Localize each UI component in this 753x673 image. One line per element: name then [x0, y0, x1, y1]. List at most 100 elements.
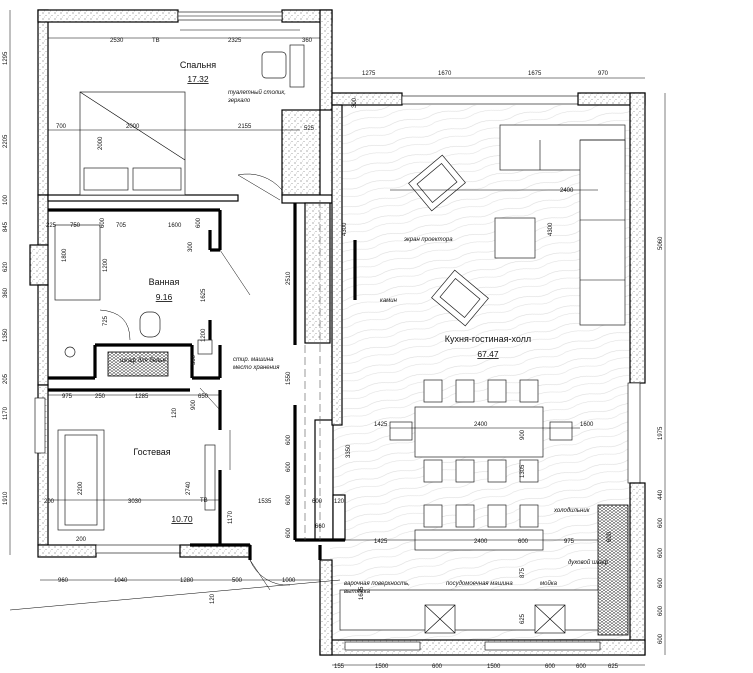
dim-label: 1425: [374, 539, 388, 545]
dim-label: 1305: [520, 464, 526, 478]
dim-label: 440: [658, 489, 664, 500]
room-area-living: 67.47: [477, 349, 499, 359]
note-fireplace: камин: [380, 298, 398, 304]
dim-label: 1800: [62, 248, 68, 262]
outer-walls: [29, 9, 646, 656]
dim-label: 600: [432, 664, 443, 670]
washer-icon: [197, 339, 213, 355]
dim-label: 2000: [98, 136, 104, 150]
dim-label: 4300: [342, 222, 348, 236]
note-washer: стир. машина: [233, 357, 274, 363]
dimension-lines: [9, 10, 666, 666]
dim-label: 970: [598, 71, 609, 77]
coffee-table: [494, 217, 536, 259]
dim-label: 600: [658, 605, 664, 616]
dim-label: 360: [302, 38, 313, 44]
dim-label: 975: [62, 394, 73, 400]
dim-label: 1350: [3, 328, 9, 342]
room-name-living: Кухня-гостиная-холл: [445, 334, 531, 344]
dim-label: 705: [116, 223, 127, 229]
dim-label: 2530: [110, 38, 124, 44]
living-furniture: [339, 124, 629, 636]
dim-label: 1600: [168, 223, 182, 229]
dim-label: 2200: [78, 481, 84, 495]
dim-label: 2000: [126, 124, 140, 130]
dim-label: 360: [3, 287, 9, 298]
dim-label: 200: [44, 499, 55, 505]
dim-label: 1280: [180, 578, 194, 584]
dim-label: 960: [58, 578, 69, 584]
room-name-guest: Гостевая: [133, 447, 170, 457]
dim-label: 1675: [528, 71, 542, 77]
dim-label: 600: [658, 517, 664, 528]
dim-label: 200: [76, 537, 87, 543]
doors: [99, 173, 291, 591]
bedroom-furniture: [79, 29, 305, 196]
dim-label: 2510: [286, 271, 292, 285]
guest-furniture: [57, 429, 216, 531]
dim-label: 5060: [658, 236, 664, 250]
dim-label: 900: [520, 429, 526, 440]
dim-label: 660: [315, 524, 326, 530]
dim-label: 975: [564, 539, 575, 545]
dim-label: 3030: [128, 499, 142, 505]
dim-label: 1670: [438, 71, 452, 77]
dim-label: 1535: [258, 499, 272, 505]
room-area-bedroom: 17.32: [187, 74, 209, 84]
dim-label: 600: [518, 539, 529, 545]
dim-label: 2740: [186, 481, 192, 495]
dim-label: 600: [286, 494, 292, 505]
note-storage: место хранения: [233, 365, 280, 371]
dim-label: 525: [304, 126, 315, 132]
dim-label: 2400: [560, 188, 574, 194]
dim-label: 845: [3, 221, 9, 232]
note-closet: шкаф для белья: [120, 358, 166, 364]
note-projector: экран проектора: [404, 237, 453, 243]
dim-label: 300: [352, 97, 358, 108]
dim-label: 1975: [658, 426, 664, 440]
room-name-bedroom: Спальня: [180, 60, 216, 70]
note-tv-bedroom: ТВ: [152, 38, 160, 44]
dim-label: 120: [210, 593, 216, 604]
dim-label: 600: [607, 531, 613, 542]
dim-label: 1550: [286, 371, 292, 385]
dim-label: 650: [198, 394, 209, 400]
note-sink: мойка: [540, 580, 558, 587]
dim-label: 600: [576, 664, 587, 670]
note-tv-guest: ТВ: [200, 498, 208, 504]
chair: [261, 51, 287, 79]
bathtub: [54, 224, 101, 301]
interior-walls: [47, 104, 346, 560]
dim-label: 625: [520, 613, 526, 624]
dim-label: 1200: [201, 328, 207, 342]
dim-label: 3350: [346, 444, 352, 458]
dim-label: 1625: [201, 288, 207, 302]
tv-stand: [204, 444, 216, 511]
dim-label: 2400: [474, 422, 488, 428]
room-area-guest: 10.70: [171, 514, 193, 524]
dim-label: 1910: [3, 491, 9, 505]
dim-label: 1040: [114, 578, 128, 584]
dimension-labels: 2530 2325 360 1295 2205 100 845 620 360 …: [3, 38, 664, 670]
note-dressing2: зеркало: [227, 98, 251, 104]
dim-label: 600: [545, 664, 556, 670]
note-fridge: холодильник: [553, 508, 591, 514]
dim-label: 2205: [3, 134, 9, 148]
dim-label: 900: [191, 399, 197, 410]
note-dressing: туалетный столик,: [228, 89, 286, 96]
dim-label: 120: [334, 499, 345, 505]
dim-label: 750: [70, 223, 81, 229]
note-cooktop: варочная поверхность,: [344, 581, 410, 587]
dim-label: 300: [188, 241, 194, 252]
dim-label: 600: [658, 633, 664, 644]
dim-label: 1170: [228, 510, 234, 524]
dim-label: 1675: [359, 586, 365, 600]
dim-label: 600: [286, 527, 292, 538]
dim-label: 2155: [238, 124, 252, 130]
room-area-bathroom: 9.16: [156, 292, 173, 302]
dim-label: 250: [95, 394, 106, 400]
dim-label: 1600: [580, 422, 594, 428]
dim-label: 600: [658, 547, 664, 558]
dim-label: 1500: [375, 664, 389, 670]
dim-label: 875: [520, 567, 526, 578]
